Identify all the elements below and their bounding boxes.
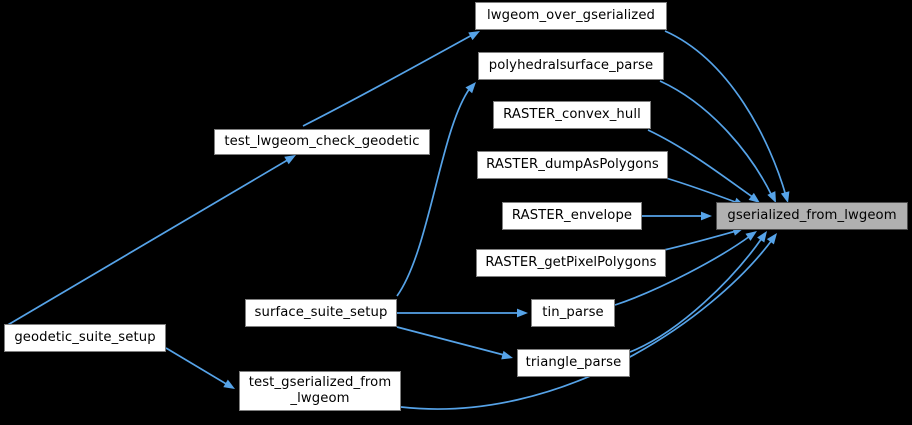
graph-node-geodetic_suite_setup[interactable]: geodetic_suite_setup (4, 324, 166, 352)
edge-RASTER_dumpAsPolygons-to-gserialized_from_lwgeom (665, 177, 739, 204)
arrowhead-icon (766, 233, 777, 245)
arrowhead-icon (748, 192, 760, 203)
graph-node-RASTER_getPixelPolygons[interactable]: RASTER_getPixelPolygons (476, 249, 666, 277)
graph-node-triangle_parse[interactable]: triangle_parse (517, 349, 630, 377)
graph-node-gserialized_from_lwgeom[interactable]: gserialized_from_lwgeom (716, 202, 908, 230)
edge-geodetic_suite_setup-to-test_gserialized_from_lwgeom (165, 347, 229, 386)
graph-node-test_lwgeom_check_geodetic[interactable]: test_lwgeom_check_geodetic (214, 129, 430, 155)
edge-surface_suite_setup-to-polyhedralsurface_parse (396, 87, 471, 297)
graph-node-test_gserialized_from_lwgeom[interactable]: test_gserialized_from _lwgeom (239, 371, 401, 411)
arrowhead-icon (780, 191, 790, 203)
arrowhead-icon (517, 308, 528, 318)
arrowhead-icon (223, 379, 235, 389)
graph-node-RASTER_dumpAsPolygons[interactable]: RASTER_dumpAsPolygons (477, 151, 668, 179)
arrowhead-icon (757, 231, 767, 243)
graph-node-RASTER_envelope[interactable]: RASTER_envelope (502, 202, 642, 230)
edge-RASTER_convex_hull-to-gserialized_from_lwgeom (647, 129, 755, 199)
graph-node-tin_parse[interactable]: tin_parse (531, 299, 615, 327)
arrowhead-icon (701, 211, 712, 221)
arrowhead-icon (465, 82, 476, 94)
arrowhead-icon (745, 231, 757, 241)
edge-polyhedralsurface_parse-to-gserialized_from_lwgeom (659, 80, 773, 197)
graph-node-RASTER_convex_hull[interactable]: RASTER_convex_hull (493, 101, 651, 129)
edge-geodetic_suite_setup-to-test_lwgeom_check_geodetic (5, 157, 292, 327)
edge-lwgeom_over_gserialized-to-gserialized_from_lwgeom (664, 30, 787, 197)
arrowhead-icon (284, 155, 296, 165)
edge-triangle_parse-to-gserialized_from_lwgeom (629, 237, 763, 353)
edge-RASTER_getPixelPolygons-to-gserialized_from_lwgeom (663, 230, 737, 251)
edge-surface_suite_setup-to-triangle_parse (396, 326, 505, 356)
graph-node-polyhedralsurface_parse[interactable]: polyhedralsurface_parse (478, 52, 664, 80)
graph-node-surface_suite_setup[interactable]: surface_suite_setup (245, 299, 397, 327)
arrowhead-icon (468, 31, 480, 41)
edge-tin_parse-to-gserialized_from_lwgeom (614, 235, 751, 306)
arrowhead-icon (767, 191, 776, 203)
arrowhead-icon (501, 350, 513, 360)
edge-test_lwgeom_check_geodetic-to-lwgeom_over_gserialized (302, 33, 475, 127)
graph-node-lwgeom_over_gserialized[interactable]: lwgeom_over_gserialized (475, 2, 667, 30)
